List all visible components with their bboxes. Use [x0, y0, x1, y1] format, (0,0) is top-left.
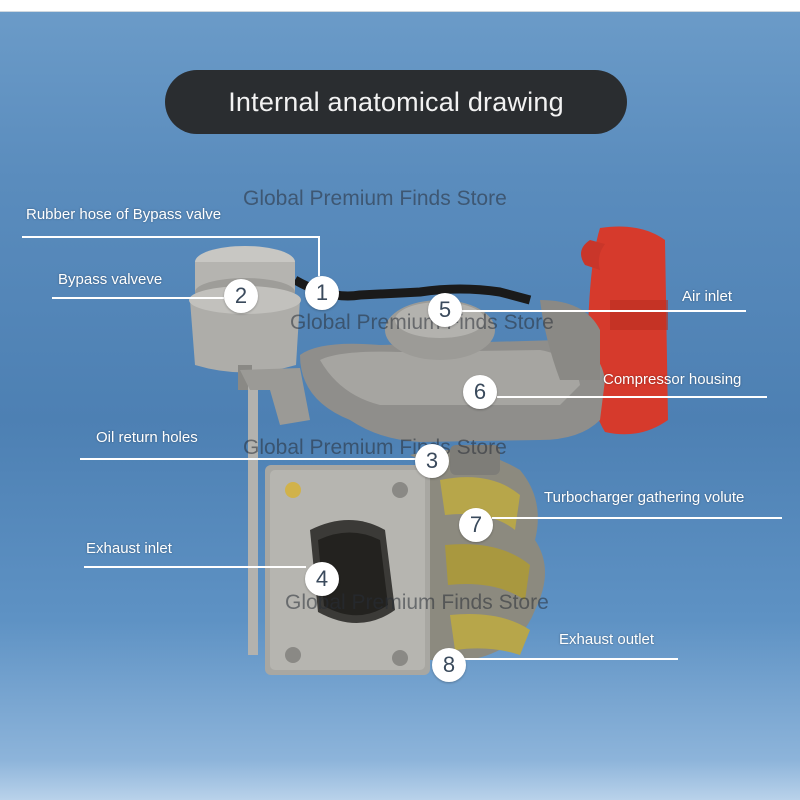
- label-gathering-volute: Turbocharger gathering volute: [544, 489, 745, 506]
- actuator-rod: [240, 368, 310, 655]
- page-title: Internal anatomical drawing: [165, 70, 627, 134]
- leader-1-vertical: [318, 236, 320, 276]
- leader-1-horizontal: [22, 236, 320, 238]
- callout-badge-4: 4: [305, 562, 339, 596]
- label-exhaust-inlet: Exhaust inlet: [86, 540, 172, 557]
- callout-badge-8: 8: [432, 648, 466, 682]
- callout-badge-6: 6: [463, 375, 497, 409]
- label-bypass-valve: Bypass valveve: [58, 271, 163, 288]
- label-rubber-hose: Rubber hose of Bypass valve: [26, 206, 222, 223]
- exhaust-inlet-flange: [265, 465, 430, 675]
- callout-badge-3: 3: [415, 444, 449, 478]
- label-oil-return-holes: Oil return holes: [96, 429, 198, 446]
- leader-6: [497, 396, 767, 398]
- turbine-housing: [410, 445, 545, 660]
- air-inlet-cap: [581, 226, 668, 435]
- leader-5: [462, 310, 746, 312]
- callout-badge-1: 1: [305, 276, 339, 310]
- label-air-inlet: Air inlet: [682, 288, 733, 305]
- callout-badge-7: 7: [459, 508, 493, 542]
- leader-3: [80, 458, 416, 460]
- callout-badge-2: 2: [224, 279, 258, 313]
- label-exhaust-outlet: Exhaust outlet: [559, 631, 655, 648]
- leader-4: [84, 566, 306, 568]
- label-compressor-housing: Compressor housing: [603, 371, 742, 388]
- leader-8: [462, 658, 678, 660]
- callout-badge-5: 5: [428, 293, 462, 327]
- leader-2: [52, 297, 224, 299]
- leader-7: [492, 517, 782, 519]
- bypass-valve: [189, 246, 301, 390]
- top-border: [0, 0, 800, 12]
